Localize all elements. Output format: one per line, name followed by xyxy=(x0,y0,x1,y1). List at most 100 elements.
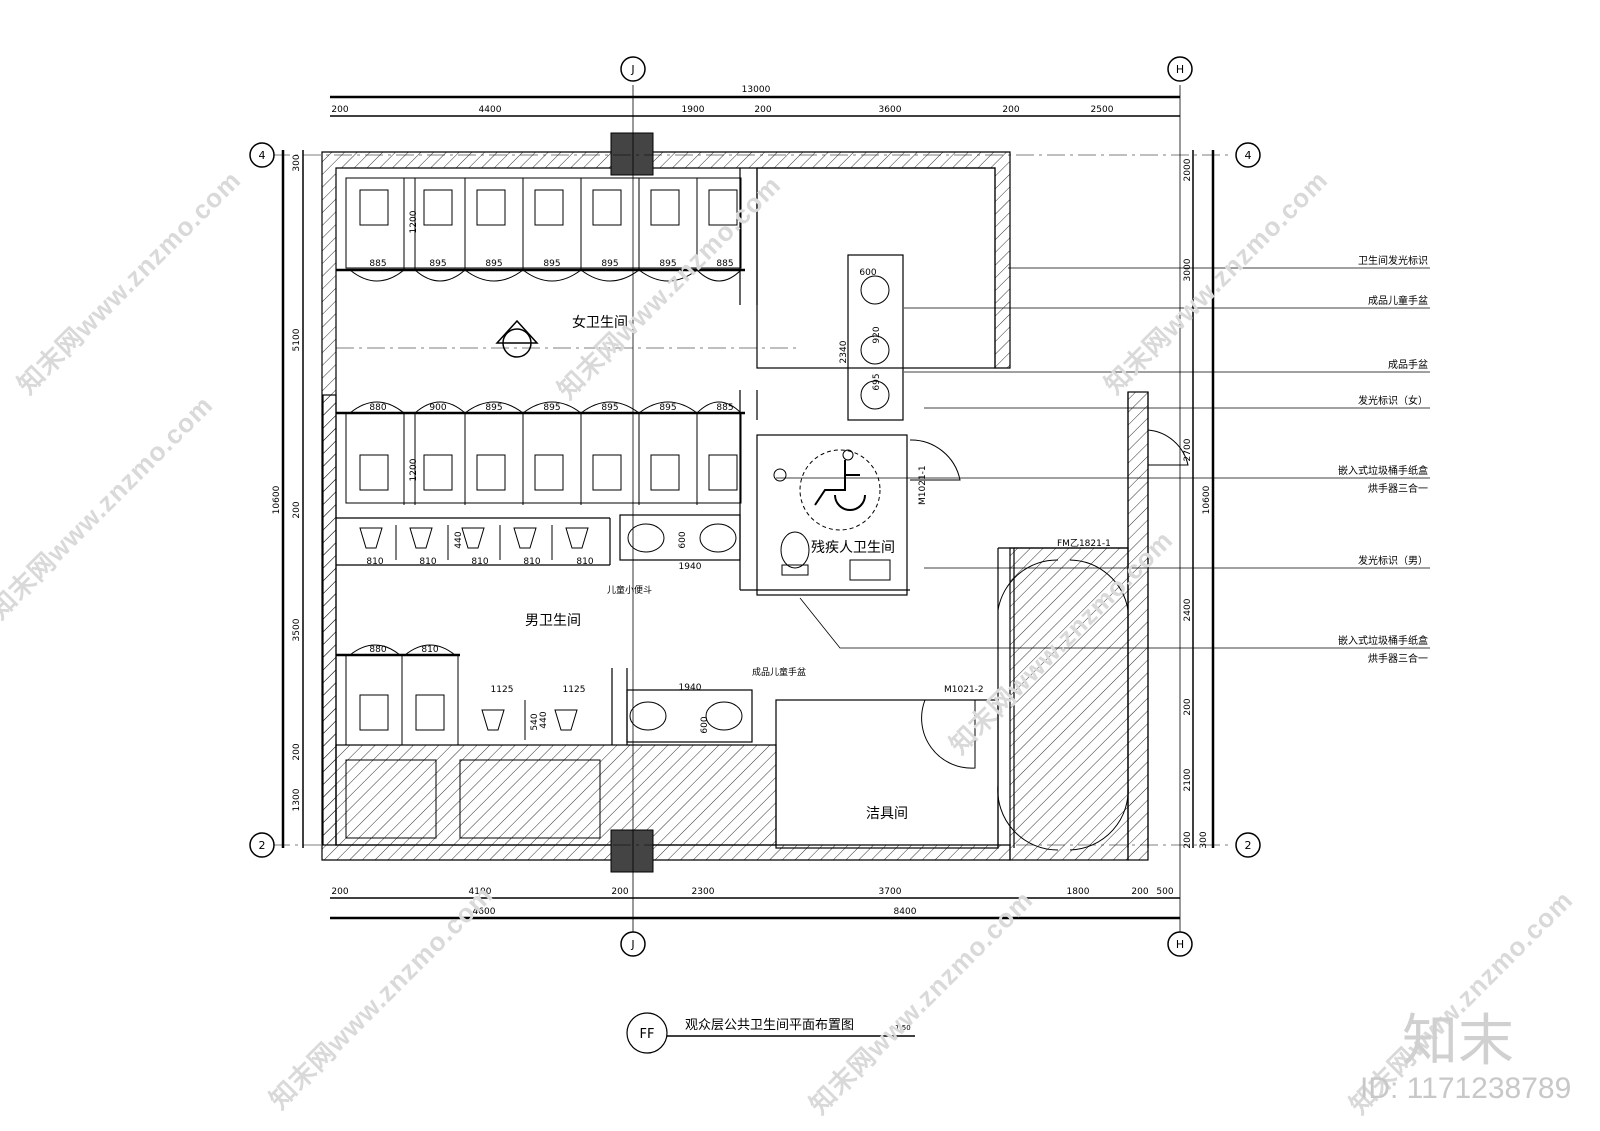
stall-top-w: 885 xyxy=(716,259,733,269)
stall-mid-w: 895 xyxy=(485,403,502,413)
dim-bot-6: 1800 xyxy=(1067,887,1090,897)
axis-4-right: 4 xyxy=(1245,149,1252,162)
dim-440: 440 xyxy=(454,531,464,548)
axis-2-left: 2 xyxy=(259,839,266,852)
dim-bot-1: 200 xyxy=(331,887,348,897)
inner-vertical-dims: 1200 1200 440 440 540 600 600 2340 920 6… xyxy=(409,210,882,733)
dim-top-1: 200 xyxy=(331,105,348,115)
basin-counter-w: 1940 xyxy=(679,683,702,693)
room-cleaner: 洁具间 xyxy=(866,806,908,822)
dim-right-8: 300 xyxy=(1199,831,1209,848)
male-stall-w: 880 xyxy=(369,645,386,655)
axis-labels: J H J H 4 2 4 2 xyxy=(259,63,1252,951)
dim-bot-4: 2300 xyxy=(692,887,715,897)
dim-1200: 1200 xyxy=(409,210,419,233)
stall-top-w: 895 xyxy=(429,259,446,269)
room-accessible: 残疾人卫生间 xyxy=(811,540,895,556)
door-label-fm: FM乙1821-1 xyxy=(1057,538,1111,549)
dim-top-2: 4400 xyxy=(479,105,502,115)
interior-walls xyxy=(336,167,1149,849)
callout-labels: 卫生间发光标识 成品儿童手盆 成品手盆 发光标识（女） 嵌入式垃圾桶手纸盒 烘手… xyxy=(1338,254,1428,665)
male-stall-w: 810 xyxy=(421,645,438,655)
dim-right-1: 3000 xyxy=(1183,258,1193,281)
axis-h-bottom: H xyxy=(1176,938,1184,951)
dim-right-2: 2000 xyxy=(1183,158,1193,181)
title-code: FF xyxy=(640,1027,655,1042)
bottom-dimensions: 200 4100 200 2300 3700 1800 200 500 4600… xyxy=(331,887,1173,917)
dim-540: 540 xyxy=(530,713,540,730)
hatched-walls xyxy=(321,151,1149,861)
kids-basin-label: 成品儿童手盆 xyxy=(752,666,806,678)
left-dimensions: 300 5100 200 3500 200 1300 10600 xyxy=(272,154,302,811)
kids-urinal-label: 儿童小便斗 xyxy=(607,584,652,596)
stall-mid-w: 895 xyxy=(659,403,676,413)
right-dimensions: 2000 3000 2700 2400 200 2100 200 300 106… xyxy=(1183,158,1212,848)
urinal-w: 810 xyxy=(471,557,488,567)
urinal-gap-w: 1125 xyxy=(491,685,514,695)
dim-920: 920 xyxy=(872,326,882,343)
kids-basin-w: 600 xyxy=(859,268,876,278)
dim-left-1: 300 xyxy=(292,154,302,171)
stall-mid-w: 880 xyxy=(369,403,386,413)
stall-mid-w: 885 xyxy=(716,403,733,413)
callout-label: 烘手器三合一 xyxy=(1368,652,1428,665)
dim-left-6: 1300 xyxy=(292,788,302,811)
axis-j-bottom: J xyxy=(630,938,634,951)
stall-top-w: 895 xyxy=(543,259,560,269)
callout-label: 卫生间发光标识 xyxy=(1358,254,1428,267)
title-name: 观众层公共卫生间平面布置图 xyxy=(685,1018,854,1033)
dim-left-2: 5100 xyxy=(292,328,302,351)
stall-top-w: 895 xyxy=(659,259,676,269)
stall-mid-w: 895 xyxy=(543,403,560,413)
urinal-gap-w: 1125 xyxy=(563,685,586,695)
dim-2340: 2340 xyxy=(839,340,849,363)
drawing-title: FF 观众层公共卫生间平面布置图 1:50 xyxy=(626,1012,915,1054)
urinals-row xyxy=(359,523,737,560)
dim-top-4: 200 xyxy=(754,105,771,115)
dim-top-5: 3600 xyxy=(879,105,902,115)
dim-top-3: 1900 xyxy=(682,105,705,115)
urinal-w: 810 xyxy=(366,557,383,567)
female-stalls-top xyxy=(336,177,745,282)
dim-right-3: 2700 xyxy=(1183,438,1193,461)
stall-top-w: 895 xyxy=(485,259,502,269)
dim-top-6: 200 xyxy=(1002,105,1019,115)
female-stalls-mid xyxy=(336,401,745,505)
dim-600: 600 xyxy=(678,531,688,548)
dim-bot-3: 200 xyxy=(611,887,628,897)
callout-label: 成品儿童手盆 xyxy=(1368,294,1428,307)
dim-bot-8: 500 xyxy=(1156,887,1173,897)
stall-top-w: 885 xyxy=(369,259,386,269)
stall-width-labels: 885 895 895 895 895 895 885 880 900 895 … xyxy=(366,259,876,695)
axis-bubbles xyxy=(249,56,1261,957)
axis-4-left: 4 xyxy=(259,149,266,162)
room-male: 男卫生间 xyxy=(525,613,581,629)
callout-leaders xyxy=(776,267,1430,649)
dim-right-6: 2100 xyxy=(1183,768,1193,791)
dim-bot-7: 200 xyxy=(1131,887,1148,897)
door-label-2: M1021-2 xyxy=(944,685,984,695)
callout-label: 嵌入式垃圾桶手纸盒 xyxy=(1338,464,1428,477)
brand-logo: 知末 xyxy=(1402,1009,1514,1074)
dim-600: 600 xyxy=(700,716,710,733)
callout-label: 发光标识（女） xyxy=(1358,394,1428,407)
dim-right-total: 10600 xyxy=(1202,485,1212,514)
basin-counter-w: 1940 xyxy=(679,562,702,572)
male-stalls xyxy=(336,644,743,839)
dim-total-top: 13000 xyxy=(742,85,771,95)
dim-left-4: 3500 xyxy=(292,618,302,641)
dim-695: 695 xyxy=(872,373,882,390)
stall-mid-w: 900 xyxy=(429,403,446,413)
callout-label: 嵌入式垃圾桶手纸盒 xyxy=(1338,634,1428,647)
callout-label: 成品手盆 xyxy=(1388,358,1428,371)
dim-1200: 1200 xyxy=(409,458,419,481)
dim-bot-total-1: 4600 xyxy=(473,907,496,917)
dim-bot-5: 3700 xyxy=(879,887,902,897)
urinal-w: 810 xyxy=(523,557,540,567)
room-labels: 女卫生间 男卫生间 残疾人卫生间 洁具间 xyxy=(525,314,908,822)
dim-bot-2: 4100 xyxy=(469,887,492,897)
title-scale: 1:50 xyxy=(895,1024,911,1032)
door-label-1: M1021-1 xyxy=(918,465,928,505)
stall-top-w: 895 xyxy=(601,259,618,269)
dimension-lines xyxy=(272,85,1230,940)
